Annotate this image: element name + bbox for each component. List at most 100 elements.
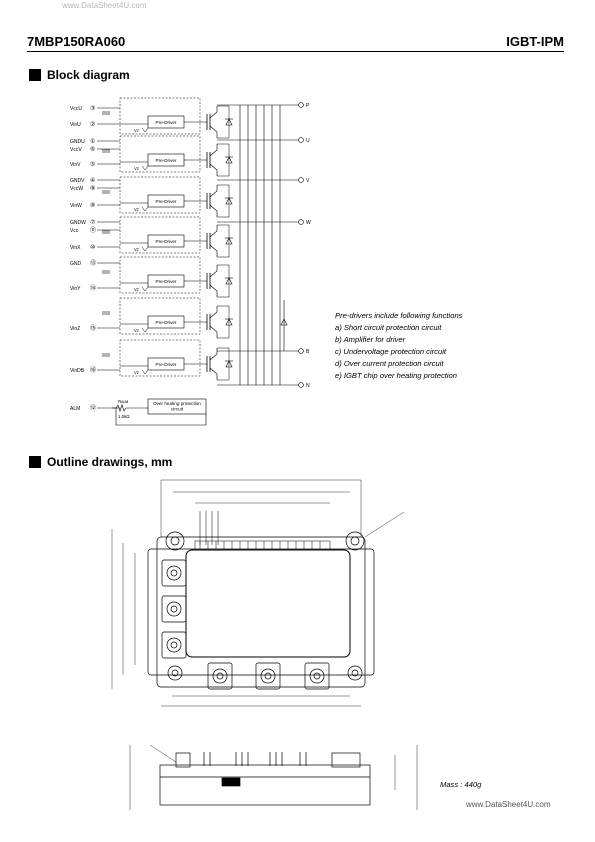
pin-label: GND — [70, 261, 82, 267]
pin-label: VinY — [70, 286, 81, 292]
mass-label: Mass : 440g — [440, 780, 482, 789]
terminal-icon — [298, 382, 304, 388]
terminal-label: U — [306, 138, 310, 144]
zener-icon — [141, 246, 149, 252]
pin-label: VccW — [70, 186, 83, 192]
terminal-icon — [298, 219, 304, 225]
pre-driver-label: Pre-Driver — [156, 362, 177, 367]
pin-label: ALM — [70, 406, 80, 412]
driver-boundary — [119, 216, 201, 254]
watermark-top: www.DataSheet4U.com — [62, 1, 147, 10]
pin-label: VinU — [70, 122, 81, 128]
pin-number: ⑧ — [90, 202, 95, 209]
zener-icon — [141, 206, 149, 212]
functions-note-item: c) Undervoltage protection circuit — [335, 347, 447, 356]
pin-number: ⑥ — [90, 146, 95, 153]
terminal-label: W — [306, 220, 311, 226]
page-header: 7MBP150RA060 IGBT-IPM — [27, 33, 564, 52]
pin-number: ⑩ — [90, 244, 95, 251]
pin-label: VinW — [70, 203, 82, 209]
pin-number: ⑯ — [90, 366, 96, 374]
vz-label: Vz — [134, 370, 139, 375]
terminal-label: N — [306, 383, 310, 389]
terminal-label: V — [306, 178, 310, 184]
terminal-icon — [298, 137, 304, 143]
functions-note-item: e) IGBT chip over heating protection — [335, 371, 457, 380]
power-bus — [217, 104, 300, 386]
side-view — [129, 744, 418, 810]
zener-icon — [141, 165, 149, 171]
driver-boundary — [119, 135, 201, 173]
pre-driver-label: Pre-Driver — [156, 158, 177, 163]
driver-boundary — [119, 176, 201, 214]
zener-icon — [141, 127, 149, 133]
functions-note-item: d) Over current protection circuit — [335, 359, 444, 368]
pin-label: GNDV — [70, 178, 85, 184]
driver-boundary — [119, 97, 201, 135]
vz-label: Vz — [134, 207, 139, 212]
r-alm-value: 1.5kΩ — [118, 414, 130, 419]
vz-label: Vz — [134, 328, 139, 333]
driver-boundary — [119, 297, 201, 335]
part-number: 7MBP150RA060 — [27, 34, 126, 49]
pin-number: ⑭ — [90, 284, 96, 292]
zener-icon — [141, 286, 149, 292]
pin-label: VccV — [70, 147, 82, 153]
pin-number: ② — [90, 121, 95, 128]
section-bullet-icon — [29, 69, 41, 81]
pin-label: VccU — [70, 106, 82, 112]
terminal-icon — [298, 177, 304, 183]
pin-label: GNDW — [70, 220, 86, 226]
pin-label: VinZ — [70, 326, 80, 332]
pre-driver-label: Pre-Driver — [156, 120, 177, 125]
device-type: IGBT-IPM — [506, 34, 564, 49]
pin-number: ④ — [90, 177, 95, 184]
vz-label: Vz — [134, 287, 139, 292]
pin-number: ① — [90, 138, 95, 145]
functions-note: Pre-drivers include following functions … — [335, 310, 462, 382]
r-alm-label: Rᴀʟᴍ — [118, 399, 128, 404]
section-heading-outline: Outline drawings, mm — [29, 455, 172, 469]
watermark-bottom: www.DataSheet4U.com — [466, 800, 551, 809]
functions-note-title: Pre-drivers include following functions — [335, 311, 463, 320]
pre-driver-blocks: Pre-DriverVzPre-DriverVzPre-DriverVzPre-… — [102, 97, 233, 381]
section-title: Block diagram — [47, 68, 130, 82]
pre-driver-label: Pre-Driver — [156, 199, 177, 204]
terminal-icon — [298, 102, 304, 108]
pin-number: ⑦ — [90, 219, 95, 226]
pin-number: ⑫ — [90, 404, 96, 412]
pin-number: ⑤ — [90, 161, 95, 168]
pin-number: ⑬ — [90, 259, 96, 267]
pre-driver-label: Pre-Driver — [156, 279, 177, 284]
section-heading-block-diagram: Block diagram — [29, 68, 130, 82]
driver-boundary — [119, 256, 201, 294]
vz-label: Vz — [134, 128, 139, 133]
vz-label: Vz — [134, 166, 139, 171]
pin-label: VinX — [70, 245, 81, 251]
power-terminals: P U V W B N — [298, 102, 311, 389]
vz-label: Vz — [134, 247, 139, 252]
pin-label: VinDB — [70, 368, 85, 374]
pin-label: VinV — [70, 162, 81, 168]
pin-number: ⑨ — [90, 185, 95, 192]
functions-note-item: b) Amplifier for driver — [335, 335, 406, 344]
pin-label: Vcc — [70, 228, 79, 234]
pre-driver-label: Pre-Driver — [156, 320, 177, 325]
driver-boundary — [119, 339, 201, 377]
functions-note-item: a) Short circuit protection circuit — [335, 323, 442, 332]
pin-labels: VccU ③ VinU ② GNDU ① VccV ⑥ VinV ⑤ GNDV ④ VccW ⑨ VinW ⑧… — [70, 105, 120, 412]
section-title: Outline drawings, mm — [47, 455, 173, 469]
pin-number: ③ — [90, 105, 95, 112]
pin-number: ⑪ — [90, 226, 96, 234]
terminal-label: P — [306, 103, 310, 109]
alarm-resistor: Rᴀʟᴍ 1.5kΩ — [112, 399, 207, 426]
terminal-label: B — [306, 349, 310, 355]
pre-driver-label: Pre-Driver — [156, 239, 177, 244]
pin-label: GNDU — [70, 139, 85, 145]
terminal-icon — [298, 348, 304, 354]
section-bullet-icon — [29, 456, 41, 468]
